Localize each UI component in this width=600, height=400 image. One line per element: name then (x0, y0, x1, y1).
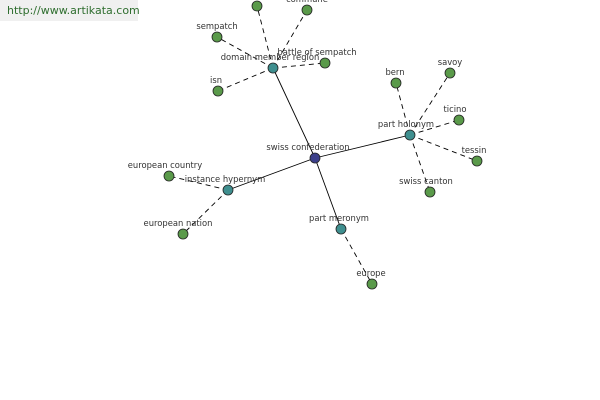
leaf-node-l-tessin[interactable] (471, 155, 483, 167)
leaf-label-l-eunation: european nation (144, 218, 213, 228)
relation-edge-dmr (272, 67, 316, 159)
leaf-node-l-commune[interactable] (301, 4, 313, 16)
url-banner: http://www.artikata.com (0, 0, 140, 21)
relation-edge-ph (314, 134, 411, 159)
leaf-edge-l-europe (340, 228, 373, 285)
leaf-edge-l-canton (409, 134, 431, 193)
leaf-label-l-tessin: tessin (462, 145, 487, 155)
graph-labels: swiss confederation domain member region p… (128, 0, 487, 278)
leaf-node-l-isn[interactable] (212, 85, 224, 97)
leaf-edge-l-savoy (409, 72, 451, 136)
relation-node-ih[interactable] (222, 184, 234, 196)
leaf-node-l-europe[interactable] (366, 278, 378, 290)
leaf-node-l-savoy[interactable] (444, 67, 456, 79)
leaf-node-l-ticino[interactable] (453, 114, 465, 126)
graph-nodes (163, 0, 483, 290)
root-node[interactable] (309, 152, 321, 164)
leaf-node-l-bern[interactable] (390, 77, 402, 89)
relation-node-ph[interactable] (404, 129, 416, 141)
leaf-node-l-sempatch[interactable] (211, 31, 223, 43)
leaf-label-l-isn: isn (210, 75, 222, 85)
leaf-edge-l-tessin (409, 134, 478, 162)
relation-label-dmr: domain member region (221, 52, 320, 62)
url-link[interactable]: http://www.artikata.com (7, 4, 140, 17)
root-node-label: swiss confederation (266, 142, 349, 152)
leaf-node-l-eucountry[interactable] (163, 170, 175, 182)
leaf-node-l-eunation[interactable] (177, 228, 189, 240)
relation-node-pm[interactable] (335, 223, 347, 235)
leaf-edge-l-eunation (182, 189, 229, 235)
leaf-label-l-eucountry: european country (128, 160, 202, 170)
leaf-edge-l-isn (217, 67, 274, 92)
leaf-edge-l-battle (272, 62, 326, 69)
leaf-node-l-battle[interactable] (319, 57, 331, 69)
graph-edges (168, 5, 478, 285)
relation-label-ih: instance hypernym (185, 174, 266, 184)
relation-edge-ih (227, 157, 316, 191)
leaf-label-l-commune: commune (286, 0, 328, 4)
relation-label-pm: part meronym (309, 213, 369, 223)
leaf-label-l-ticino: ticino (444, 104, 467, 114)
leaf-edge-l-commune (272, 9, 308, 69)
relation-label-ph: part holonym (378, 119, 434, 129)
relation-node-dmr[interactable] (267, 62, 279, 74)
leaf-label-l-savoy: savoy (438, 57, 463, 67)
leaf-label-l-canton: swiss canton (399, 176, 453, 186)
relation-edge-pm (314, 157, 342, 230)
leaf-label-l-europe: europe (356, 268, 385, 278)
leaf-edge-l-eucountry (168, 175, 229, 191)
leaf-node-l-top1[interactable] (251, 0, 263, 12)
leaf-edge-l-sempatch (216, 36, 274, 69)
leaf-node-l-canton[interactable] (424, 186, 436, 198)
leaf-label-l-battle: battle of sempatch (277, 47, 356, 57)
leaf-label-l-bern: bern (385, 67, 404, 77)
leaf-edge-l-top1 (256, 5, 274, 69)
leaf-label-l-sempatch: sempatch (196, 21, 237, 31)
